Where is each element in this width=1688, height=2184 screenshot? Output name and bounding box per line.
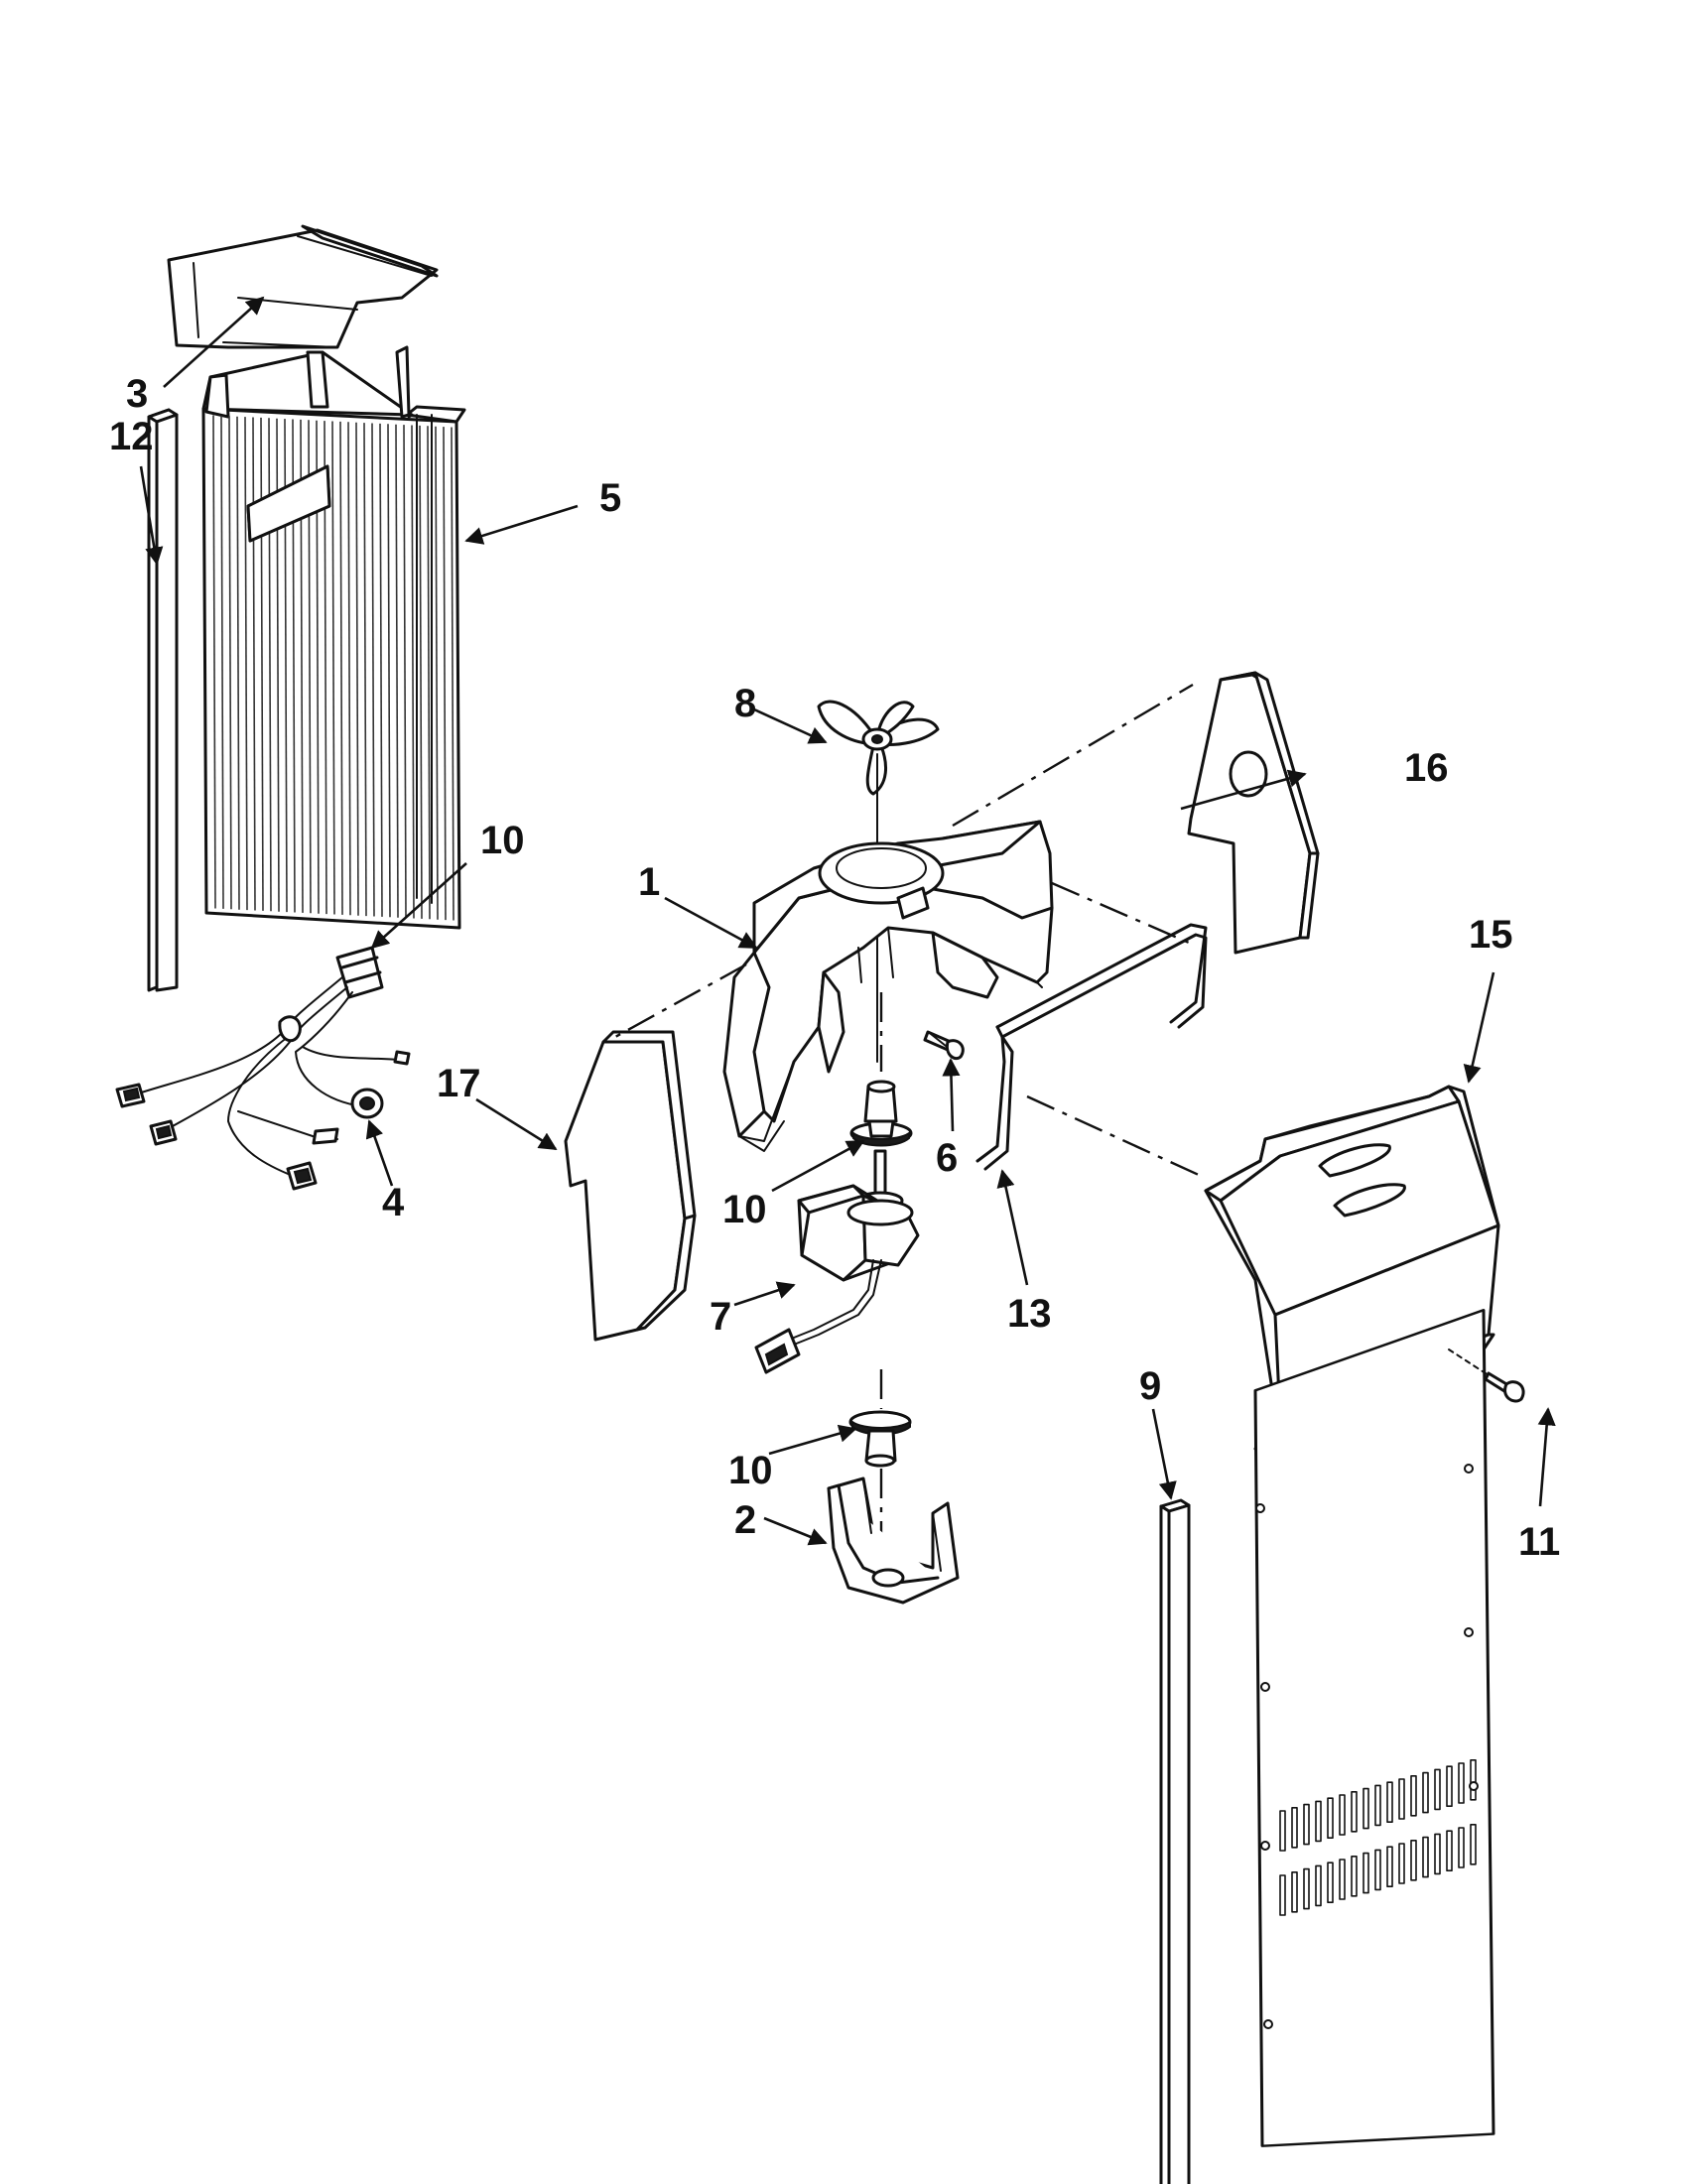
part-14-gasket-strip (147, 408, 179, 992)
callout-6: 6 (936, 1136, 958, 1180)
callout-10-upper: 10 (722, 1188, 767, 1231)
callout-5: 5 (599, 476, 621, 520)
callout-2: 2 (734, 1498, 756, 1542)
assembly-center-lines (614, 683, 1202, 1178)
callout-15: 15 (1469, 913, 1513, 957)
callout-7: 7 (710, 1295, 731, 1339)
part-15-rear-cover (1204, 1085, 1500, 2147)
part-12-wire-harness (115, 946, 411, 1191)
callout-leaders (139, 296, 1556, 1546)
part-13-wire-bracket (975, 923, 1208, 1171)
part-9-gasket-strip (1159, 1498, 1191, 2184)
part-11-screw (1448, 1349, 1525, 1403)
callout-9: 9 (1139, 1364, 1161, 1408)
part-1-fan-housing (722, 820, 1054, 1152)
part-3-shelf-cover (167, 224, 439, 349)
callout-12: 10 (480, 819, 525, 862)
part-4-thermistor (350, 1088, 384, 1119)
callout-4: 4 (382, 1181, 405, 1224)
part-7-fan-motor (754, 1149, 920, 1374)
callout-17: 17 (437, 1062, 481, 1105)
callout-13: 13 (1007, 1292, 1052, 1336)
part-16-insulation-right (1187, 671, 1320, 955)
callout-11: 11 (1518, 1520, 1560, 1564)
callout-8: 8 (734, 682, 756, 725)
callout-1: 1 (638, 860, 660, 904)
callout-3: 3 (126, 372, 148, 416)
part-5-evaporator-panel (201, 345, 466, 930)
callout-16: 16 (1404, 746, 1449, 790)
part-10-grommet-lower (848, 1410, 912, 1468)
part-2-motor-bracket (827, 1477, 960, 1605)
part-10-grommet-upper (849, 1080, 913, 1147)
callout-10-lower: 10 (728, 1449, 773, 1492)
part-17-insulation-left (564, 1030, 697, 1342)
part-6-screw (923, 1030, 965, 1061)
callout-labels: 3 12 5 10 4 8 1 6 10 7 10 2 17 13 16 15 … (109, 372, 1560, 1564)
part-8-fan-blade (817, 700, 940, 796)
callout-14: 12 (109, 415, 154, 458)
